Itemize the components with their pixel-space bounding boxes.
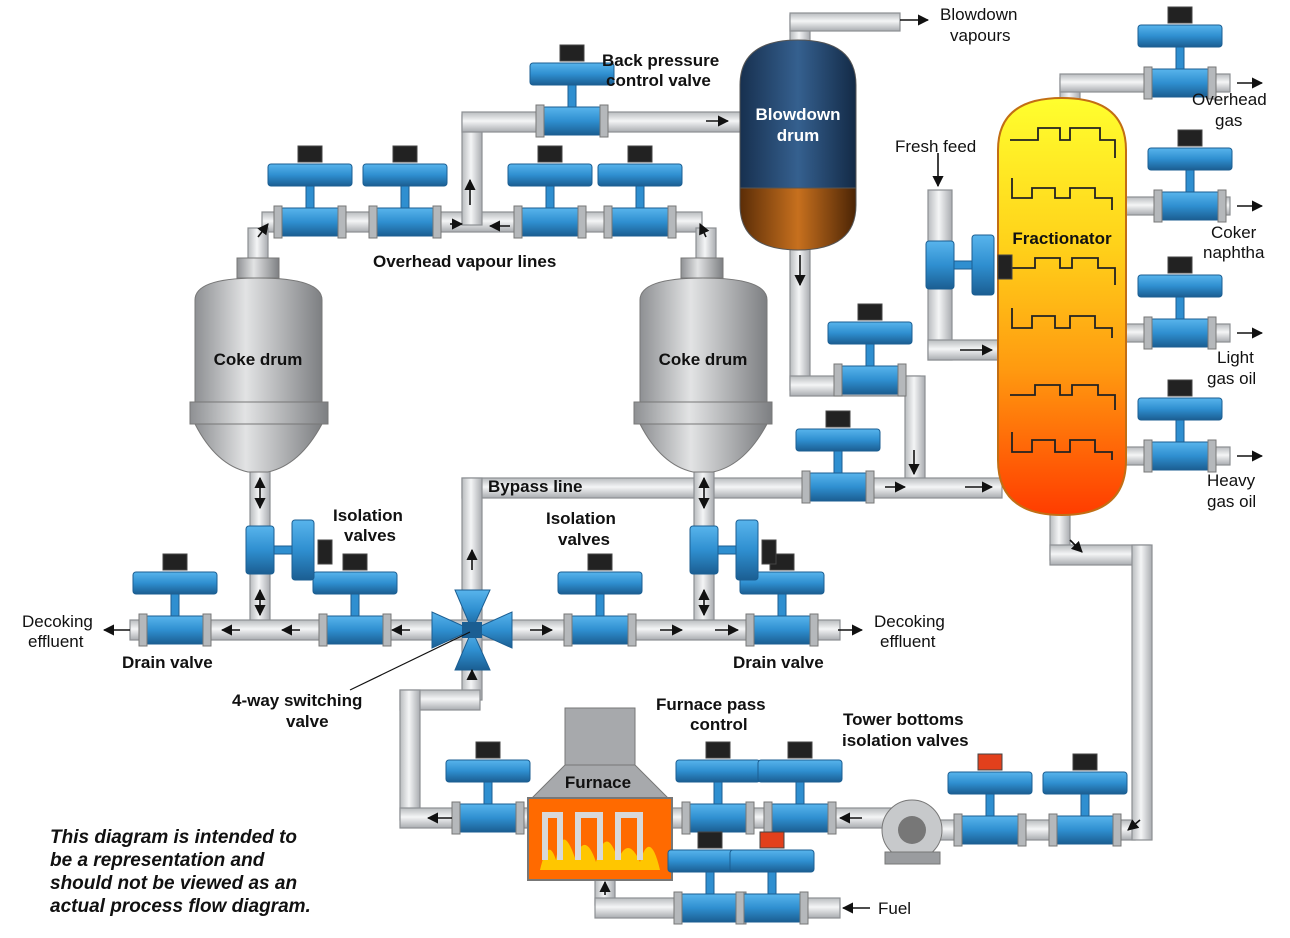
isolation-valve-right[interactable] bbox=[689, 519, 777, 581]
disclaimer-line-1: This diagram is intended to bbox=[50, 827, 297, 848]
label-drain-valve-right: Drain valve bbox=[733, 653, 824, 672]
label-blowdown-drum: Blowdown bbox=[756, 105, 841, 124]
tower-bottoms-valve-2[interactable] bbox=[1042, 753, 1128, 847]
light-gas-oil-valve[interactable] bbox=[1137, 256, 1223, 350]
label-overhead-gas: Overhead bbox=[1192, 90, 1267, 109]
label-heavy-gas-oil-2: gas oil bbox=[1207, 492, 1256, 511]
label-decoking-effluent-right-2: effluent bbox=[880, 632, 936, 651]
label-switching-valve: 4-way switching bbox=[232, 691, 362, 710]
four-way-switching-valve[interactable] bbox=[431, 589, 513, 671]
label-back-pressure: Back pressure bbox=[602, 51, 719, 70]
blowdown-vent-pipe bbox=[789, 12, 901, 32]
label-coker-naphtha: Coker bbox=[1211, 223, 1257, 242]
disclaimer-line-3: should not be viewed as an bbox=[50, 873, 297, 894]
furnace-outlet-valve[interactable] bbox=[445, 741, 531, 835]
label-coke-drum-right: Coke drum bbox=[659, 350, 748, 369]
label-decoking-effluent-right: Decoking bbox=[874, 612, 945, 631]
furnace-pass-valve[interactable] bbox=[675, 741, 761, 835]
label-light-gas-oil-2: gas oil bbox=[1207, 369, 1256, 388]
disclaimer-line-2: be a representation and bbox=[50, 850, 265, 871]
label-coker-naphtha-2: naphtha bbox=[1203, 243, 1265, 262]
drain-valve-left[interactable] bbox=[132, 553, 218, 647]
flow-arrows bbox=[102, 14, 1264, 914]
bidirectional-arrows bbox=[254, 476, 710, 617]
valve-group bbox=[132, 6, 1233, 925]
blowdown-drum bbox=[739, 39, 857, 251]
overhead-valve-2[interactable] bbox=[362, 145, 448, 239]
label-overhead-vapour-lines: Overhead vapour lines bbox=[373, 252, 556, 271]
back-pressure-valve[interactable] bbox=[529, 44, 615, 138]
label-isolation-valves-right: Isolation bbox=[546, 509, 616, 528]
switching-valve-leader bbox=[349, 631, 471, 691]
label-bypass-line: Bypass line bbox=[488, 477, 583, 496]
furnace-return-riser bbox=[399, 689, 421, 821]
label-fresh-feed: Fresh feed bbox=[895, 137, 976, 156]
coke-drum-left bbox=[189, 257, 329, 473]
label-light-gas-oil: Light bbox=[1217, 348, 1254, 367]
label-switching-valve-2: valve bbox=[286, 712, 329, 731]
isolation-valve-left[interactable] bbox=[245, 519, 333, 581]
frac-bottom-downcomer bbox=[1131, 544, 1153, 841]
label-furnace-pass: Furnace pass bbox=[656, 695, 766, 714]
tower-bottoms-pump bbox=[881, 799, 943, 865]
switching-line-valve-left[interactable] bbox=[312, 553, 398, 647]
overhead-valve-3[interactable] bbox=[507, 145, 593, 239]
label-fractionator: Fractionator bbox=[1012, 229, 1112, 248]
label-coke-drum-left: Coke drum bbox=[214, 350, 303, 369]
label-back-pressure-2: control valve bbox=[606, 71, 711, 90]
switching-line-valve-right[interactable] bbox=[557, 553, 643, 647]
label-tower-bottoms: Tower bottoms bbox=[843, 710, 964, 729]
labels: Blowdown vapours Back pressure control v… bbox=[22, 5, 1267, 918]
overhead-gas-valve[interactable] bbox=[1137, 6, 1223, 100]
blowdown-return-valve[interactable] bbox=[827, 303, 913, 397]
tower-bottoms-valve-1[interactable] bbox=[947, 753, 1033, 847]
label-heavy-gas-oil: Heavy bbox=[1207, 471, 1256, 490]
drain-valve-right[interactable] bbox=[739, 553, 825, 647]
overhead-valve-4[interactable] bbox=[597, 145, 683, 239]
label-blowdown-vapours: Blowdown bbox=[940, 5, 1018, 24]
label-tower-bottoms-2: isolation valves bbox=[842, 731, 969, 750]
furnace-inlet-valve[interactable] bbox=[757, 741, 843, 835]
label-fuel: Fuel bbox=[878, 899, 911, 918]
label-decoking-effluent-left-2: effluent bbox=[28, 632, 84, 651]
fresh-feed-valve[interactable] bbox=[925, 234, 1013, 296]
label-isolation-valves-left-2: valves bbox=[344, 526, 396, 545]
label-furnace: Furnace bbox=[565, 773, 631, 792]
label-isolation-valves-left: Isolation bbox=[333, 506, 403, 525]
overhead-valve-1[interactable] bbox=[267, 145, 353, 239]
disclaimer-line-4: actual process flow diagram. bbox=[50, 896, 311, 917]
furnace bbox=[527, 707, 673, 881]
bypass-valve[interactable] bbox=[795, 410, 881, 504]
label-isolation-valves-right-2: valves bbox=[558, 530, 610, 549]
label-drain-valve-left: Drain valve bbox=[122, 653, 213, 672]
label-furnace-pass-2: control bbox=[690, 715, 748, 734]
label-decoking-effluent-left: Decoking bbox=[22, 612, 93, 631]
heavy-gas-oil-valve[interactable] bbox=[1137, 379, 1223, 473]
label-blowdown-drum-2: drum bbox=[777, 126, 820, 145]
label-blowdown-vapours-2: vapours bbox=[950, 26, 1010, 45]
fractionator-tower bbox=[997, 96, 1127, 517]
coke-drum-right bbox=[633, 257, 773, 473]
fuel-valve-2[interactable] bbox=[729, 831, 815, 925]
coker-naphtha-valve[interactable] bbox=[1147, 129, 1233, 223]
label-overhead-gas-2: gas bbox=[1215, 111, 1242, 130]
